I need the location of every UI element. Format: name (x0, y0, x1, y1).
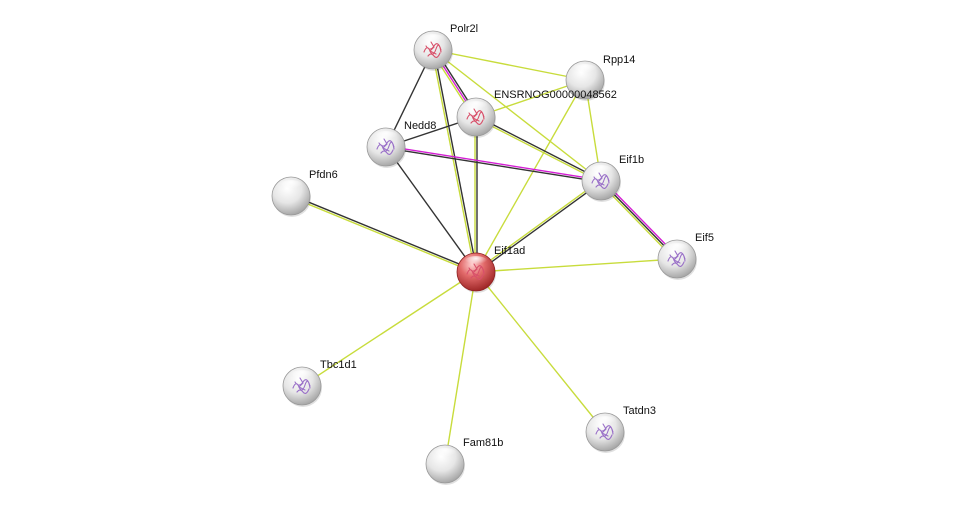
node-gloss (665, 243, 689, 255)
edge-line-textmining (431, 50, 476, 273)
edge-line-textmining (475, 271, 606, 433)
node-label-eif1b: Eif1b (619, 154, 644, 166)
node-eif1b[interactable]: Eif1b (581, 154, 644, 202)
node-ensrnog[interactable]: ENSRNOG00000048562 (456, 89, 617, 138)
node-pfdn6[interactable]: Pfdn6 (271, 169, 338, 217)
node-label-eif1ad: Eif1ad (494, 245, 525, 257)
edge-line-textmining (301, 271, 477, 387)
edge-eif1ad-tatdn3[interactable] (475, 271, 606, 433)
node-nedd8[interactable]: Nedd8 (366, 120, 436, 168)
node-gloss (290, 370, 314, 382)
edge-line-textmining (475, 117, 601, 183)
edge-line-coexpression (385, 147, 601, 183)
protein-structure-icon (667, 250, 686, 267)
node-label-tatdn3: Tatdn3 (623, 405, 656, 417)
edge-rpp14-eif1ad[interactable] (475, 79, 586, 273)
node-label-fam81b: Fam81b (463, 437, 503, 449)
edge-nedd8-eif1ad[interactable] (385, 146, 477, 273)
protein-structure-icon (466, 108, 485, 125)
node-label-nedd8: Nedd8 (404, 120, 436, 132)
node-label-pfdn6: Pfdn6 (309, 169, 338, 181)
edge-line-coexpression (476, 181, 603, 274)
node-label-polr2l: Polr2l (450, 23, 478, 35)
protein-structure-icon (591, 172, 610, 189)
edge-line-textmining (290, 196, 476, 274)
edge-eif1b-eif1ad[interactable] (474, 179, 603, 274)
edge-line-coexpression (433, 49, 478, 272)
node-gloss (593, 416, 617, 428)
edge-polr2l-eif1ad[interactable] (431, 49, 478, 273)
edge-eif1ad-tbc1d1[interactable] (301, 271, 477, 387)
node-tbc1d1[interactable]: Tbc1d1 (282, 359, 357, 407)
edge-ensrnog-eif1b[interactable] (475, 115, 602, 183)
protein-structure-icon (292, 377, 311, 394)
node-label-ensrnog: ENSRNOG00000048562 (494, 89, 617, 101)
node-label-tbc1d1: Tbc1d1 (320, 359, 357, 371)
edge-line-coexpression (385, 146, 477, 273)
edge-eif1ad-eif5[interactable] (475, 258, 678, 273)
edge-line-textmining (432, 49, 586, 81)
node-gloss (433, 448, 457, 460)
edge-eif1ad-fam81b[interactable] (444, 271, 477, 465)
node-gloss (464, 256, 488, 268)
node-rpp14[interactable]: Rpp14 (565, 54, 635, 101)
edge-line-textmining (474, 179, 601, 272)
node-gloss (589, 165, 613, 177)
protein-structure-icon (466, 263, 485, 280)
protein-structure-icon (423, 41, 442, 58)
protein-structure-icon (595, 423, 614, 440)
edge-line-textmining (475, 79, 586, 273)
node-gloss (573, 64, 597, 76)
node-gloss (421, 34, 445, 46)
node-eif5[interactable]: Eif5 (657, 232, 714, 280)
node-polr2l[interactable]: Polr2l (413, 23, 478, 71)
node-tatdn3[interactable]: Tatdn3 (585, 405, 656, 453)
edge-line-coexpression (291, 194, 477, 272)
node-fam81b[interactable]: Fam81b (425, 437, 503, 485)
edge-nedd8-eif1b[interactable] (385, 145, 602, 183)
edge-ensrnog-eif1ad[interactable] (474, 117, 478, 272)
node-gloss (374, 131, 398, 143)
edge-polr2l-rpp14[interactable] (432, 49, 586, 81)
protein-structure-icon (376, 138, 395, 155)
edge-line-textmining (444, 271, 477, 465)
edge-pfdn6-eif1ad[interactable] (290, 194, 477, 274)
edge-line-coexpression (476, 115, 602, 181)
node-label-eif5: Eif5 (695, 232, 714, 244)
edge-line-experiments (386, 145, 602, 181)
edge-polr2l-eif1b[interactable] (432, 49, 602, 182)
node-gloss (464, 101, 488, 113)
node-label-rpp14: Rpp14 (603, 54, 635, 66)
node-eif1ad[interactable]: Eif1ad (456, 245, 525, 293)
node-gloss (279, 180, 303, 192)
nodes-layer: Polr2lRpp14ENSRNOG00000048562Nedd8Pfdn6E… (271, 23, 714, 485)
edge-line-textmining (432, 49, 602, 182)
edge-line-textmining (475, 258, 678, 273)
